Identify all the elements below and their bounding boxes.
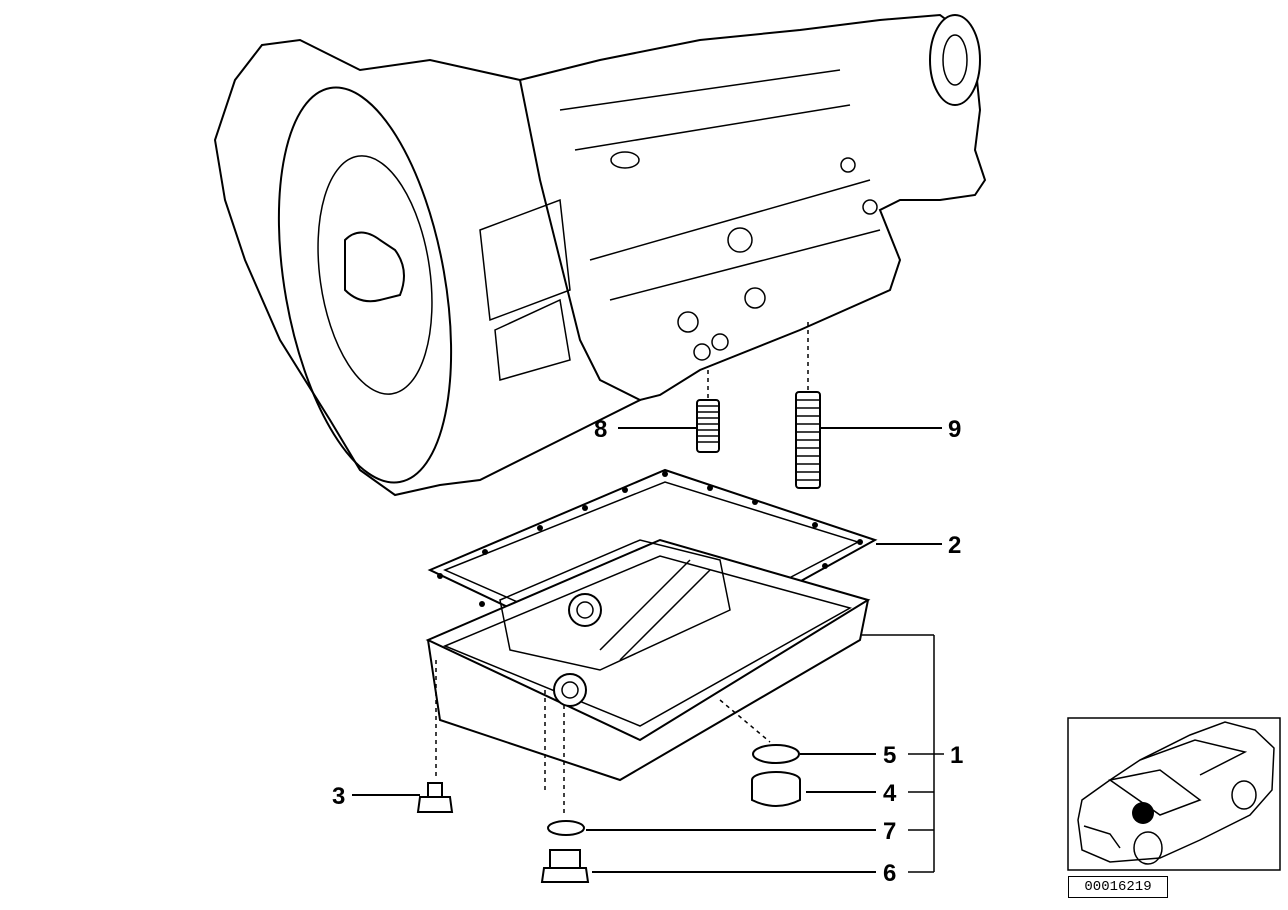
plug-4	[751, 771, 801, 807]
callout-4: 4	[883, 780, 897, 807]
leader-lines	[352, 427, 944, 873]
bolt-3	[416, 782, 454, 813]
location-marker	[1132, 802, 1154, 824]
callout-8: 8	[594, 416, 607, 443]
spring-9	[795, 391, 821, 489]
callout-6: 6	[883, 860, 896, 887]
callout-7: 7	[883, 818, 896, 845]
spring-8	[696, 399, 720, 453]
callout-2: 2	[948, 532, 961, 559]
reference-number: 00016219	[1068, 876, 1168, 898]
callout-3: 3	[332, 783, 345, 810]
o-ring-5	[752, 744, 800, 764]
callout-5: 5	[883, 742, 896, 769]
vehicle-thumbnail	[1067, 717, 1281, 871]
callout-9: 9	[948, 416, 961, 443]
callout-1: 1	[950, 742, 963, 769]
transmission-housing	[213, 13, 987, 497]
o-ring-7	[547, 820, 585, 836]
drain-plug-6	[540, 849, 590, 883]
oil-pan-1	[425, 538, 871, 782]
